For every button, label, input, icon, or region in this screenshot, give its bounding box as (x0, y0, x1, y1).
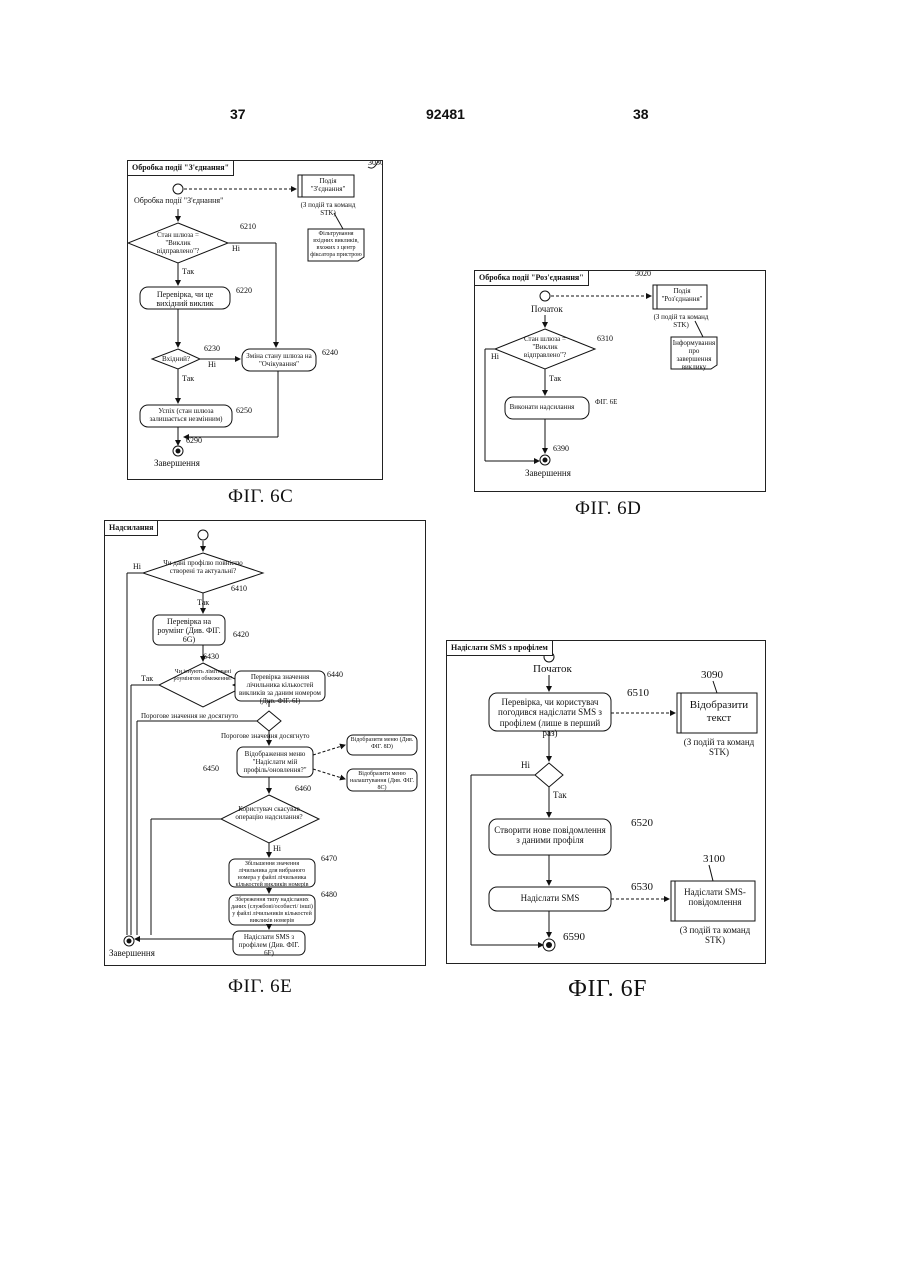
figure-6d-title: Обробка події "Роз'єднання" (475, 271, 589, 286)
figure-6c-title: Обробка події "З'єднання" (128, 161, 234, 176)
show-text-box: Відобразити текст (683, 699, 755, 724)
note-stk-1: (З подій та команд STK) (679, 737, 759, 758)
label-yes-6430: Так (141, 675, 153, 684)
label-6450: 6450 (203, 765, 219, 774)
box-6530: Надіслати SMS (493, 893, 607, 903)
page-number-right: 38 (633, 106, 649, 122)
label-yes-6f: Так (553, 791, 567, 801)
ref-3020: 3020 (635, 270, 651, 279)
label-yes-6310: Так (549, 375, 561, 384)
label-6240: 6240 (322, 349, 338, 358)
label-6520: 6520 (631, 817, 653, 829)
figure-6f: Надіслати SMS з профілем Початок Перевір… (446, 640, 766, 964)
label-6430: 6430 (203, 653, 219, 662)
patent-number: 92481 (426, 106, 465, 122)
end-label-6d: Завершення (525, 469, 571, 479)
label-yes-6210: Так (182, 268, 194, 277)
event-connect-box: Подія "З'єднання" (302, 177, 354, 193)
caption-6d: ФІГ. 6D (575, 498, 641, 520)
label-6590: 6590 (563, 931, 585, 943)
figure-6e-title: Надсилання (105, 521, 158, 536)
decision-6210: Стан шлюза = "Виклик відправлено"? (146, 231, 210, 255)
label-reached: Порогове значення досягнуто (221, 733, 309, 741)
event-note: (З подій та команд STK) (298, 201, 358, 217)
end-label: Завершення (154, 459, 200, 469)
box-6520: Створити нове повідомлення з даними проф… (493, 825, 607, 846)
label-6510: 6510 (627, 687, 649, 699)
box-send-sms: Надіслати SMS з профілем (Див. ФІГ. 6F) (235, 933, 303, 957)
fig-ref-6e: ФІГ. 6E (595, 399, 617, 407)
label-no-6210: Ні (232, 245, 240, 254)
label-no-6f: Ні (521, 761, 530, 771)
label-6410: 6410 (231, 585, 247, 594)
ref-3100: 3100 (703, 853, 725, 865)
label-6460: 6460 (295, 785, 311, 794)
box-6480: Збереження типу надісланих даних (службо… (231, 897, 313, 925)
label-6310: 6310 (597, 335, 613, 344)
start-label-6f: Початок (533, 663, 572, 675)
box-6240: Зміна стану шлюза на "Очікування" (244, 352, 314, 368)
box-6440: Перевірка значення лічильника кількостей… (237, 673, 323, 705)
figure-6f-title: Надіслати SMS з профілем (447, 641, 553, 656)
decision-6430: Чи існують лімітовані роумінгом обмеженн… (173, 669, 233, 683)
page-number-left: 37 (230, 106, 246, 122)
start-label: Обробка події "З'єднання" (134, 197, 223, 206)
caption-6f: ФІГ. 6F (568, 976, 647, 1003)
label-6250: 6250 (236, 407, 252, 416)
event-disconnect-box: Подія "Роз'єднання" (657, 287, 707, 303)
event-note-6d: (З подій та команд STK) (651, 313, 711, 329)
start-label-6d: Початок (531, 305, 563, 315)
caption-6e: ФІГ. 6E (228, 976, 292, 998)
label-6290: 6290 (186, 437, 202, 446)
decision-6410: Чи дані профілю повністю створені та акт… (163, 559, 243, 575)
box-6510: Перевірка, чи користувач погодився надіс… (493, 697, 607, 738)
label-6440: 6440 (327, 671, 343, 680)
decision-6310: Стан шлюза = "Виклик відправлено"? (513, 335, 577, 359)
label-not-reached: Порогове значення не досягнуто (141, 713, 238, 721)
box-6450: Відображення меню "Надіслати мій профіль… (239, 750, 311, 774)
ref-3090: 3090 (701, 669, 723, 681)
label-no-6460: Ні (273, 845, 281, 854)
label-no-6230: Ні (208, 361, 216, 370)
label-no-6310: Ні (491, 353, 499, 362)
figure-6e: Надсилання Чи дані профілю повністю ство… (104, 520, 426, 966)
end-label-6e: Завершення (109, 949, 155, 959)
figure-6f-lines (447, 641, 765, 963)
caption-6c: ФІГ. 6C (228, 486, 293, 508)
decision-6460: Користувач скасував операцію надсилання? (231, 805, 307, 821)
figure-6d: Обробка події "Роз'єднання" Початок Поді… (474, 270, 766, 492)
label-6220: 6220 (236, 287, 252, 296)
label-yes-6230: Так (182, 375, 194, 384)
box-send: Виконати надсилання (507, 403, 577, 411)
label-yes-6410: Так (197, 599, 209, 608)
label-6210: 6210 (240, 223, 256, 232)
figure-6d-lines (475, 271, 765, 491)
figure-6c: Обробка події "З'єднання" Обробка події … (127, 160, 383, 480)
menu-box-2: Відобразити меню налаштування (Див. ФІГ.… (349, 771, 415, 792)
label-6420: 6420 (233, 631, 249, 640)
box-6220: Перевірка, чи це вихідний виклик (142, 290, 228, 308)
box-6250: Успіх (стан шлюза залишається незмінним) (142, 407, 230, 423)
label-6390: 6390 (553, 445, 569, 454)
decision-6230: Вхідний? (152, 355, 200, 363)
filter-note: Фільтрування вхідних викликів, вхожих з … (309, 231, 363, 259)
note-stk-2: (З подій та команд STK) (673, 925, 757, 946)
ref-3030: 3030 (368, 160, 383, 168)
send-message-box: Надіслати SMS-повідомлення (677, 887, 753, 908)
label-6530: 6530 (631, 881, 653, 893)
info-note: Інформування про завершення виклику (672, 339, 716, 371)
box-6420: Перевірка на роумінг (Див. ФІГ. 6G) (155, 617, 223, 645)
box-6470: Збільшення значення лічильника для вибра… (231, 861, 313, 889)
label-6480: 6480 (321, 891, 337, 900)
label-6470: 6470 (321, 855, 337, 864)
label-6230: 6230 (204, 345, 220, 354)
menu-box-1: Відобразити меню (Див. ФІГ. 8D) (349, 737, 415, 751)
label-no-6410: Ні (133, 563, 141, 572)
